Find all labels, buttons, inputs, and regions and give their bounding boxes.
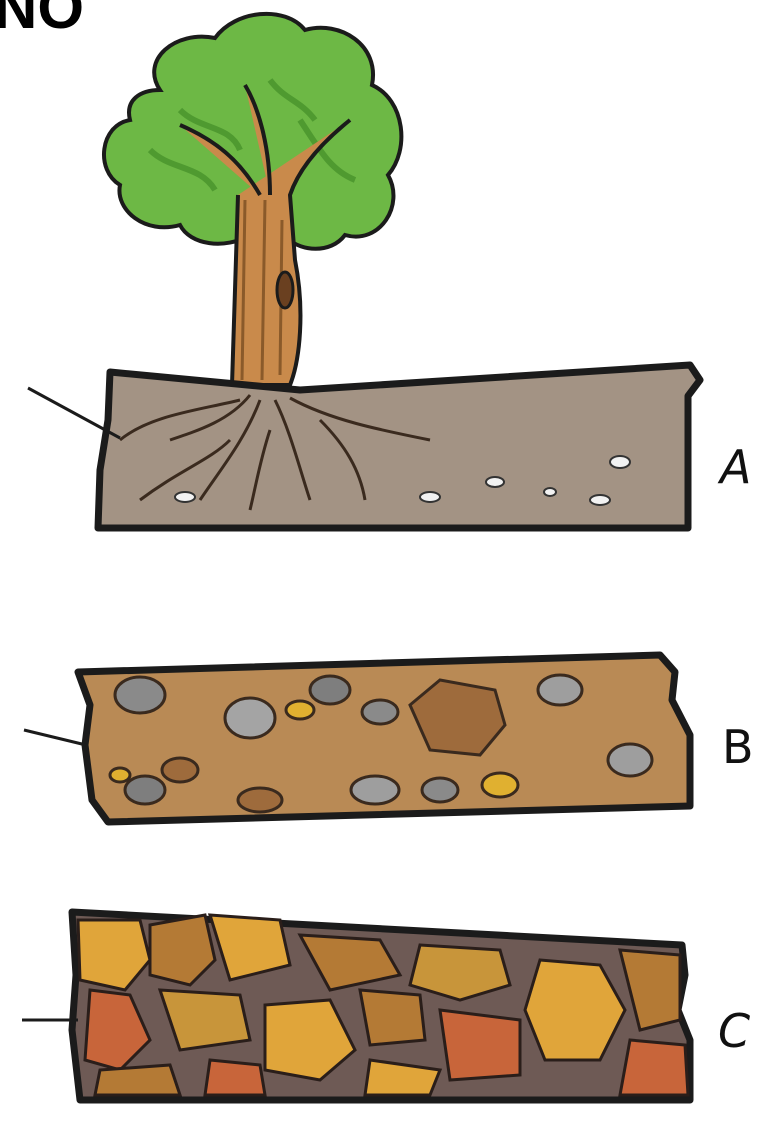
soil-layer-c [72,912,690,1100]
layer-b-pointer [24,730,86,745]
layer-label-c: C [718,1008,750,1054]
soil-layer-b [78,655,690,822]
tree-icon [104,14,401,385]
soil-layer-a [98,365,700,528]
layer-label-a: A [720,444,751,490]
layer-label-b: B [722,724,754,770]
